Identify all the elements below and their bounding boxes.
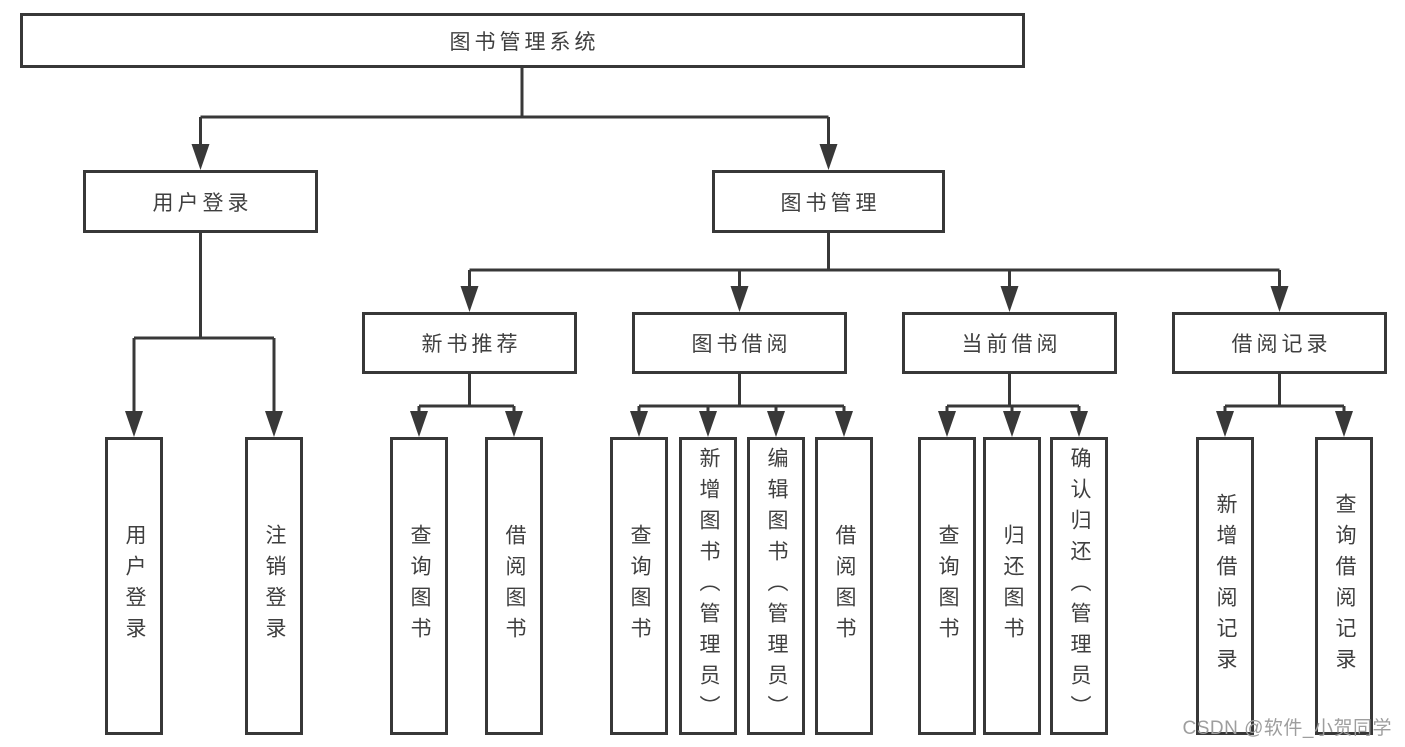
connector-current-borrow-group — [945, 374, 1081, 413]
node-label: 查询图书 — [408, 524, 432, 648]
arrow-icon — [730, 286, 749, 312]
node-book-management: 图书管理 — [712, 170, 945, 233]
leaf-edit-books-admin: 编辑图书（管理员） — [747, 437, 805, 735]
csdn-watermark: CSDN @软件_小贺同学 — [1182, 718, 1392, 739]
leaf-add-borrow-record: 新增借阅记录 — [1196, 437, 1254, 735]
arrow-icon — [505, 411, 523, 437]
node-current-borrow: 当前借阅 — [902, 312, 1117, 374]
arrow-icon — [835, 411, 853, 437]
leaf-query-books-newbook: 查询图书 — [390, 437, 448, 735]
arrow-icon — [191, 144, 210, 170]
leaf-borrow-books: 借阅图书 — [815, 437, 873, 735]
connector-borrow-records-group — [1223, 374, 1346, 413]
arrowheads — [125, 144, 1353, 437]
node-label: 借阅图书 — [503, 524, 527, 648]
node-label: 注销登录 — [263, 524, 287, 648]
arrow-icon — [410, 411, 428, 437]
node-label: 当前借阅 — [961, 333, 1062, 356]
leaf-query-books-current: 查询图书 — [918, 437, 976, 735]
arrow-icon — [1216, 411, 1234, 437]
leaf-confirm-return-admin: 确认归还（管理员） — [1050, 437, 1108, 735]
arrow-icon — [630, 411, 648, 437]
node-label: 确认归还（管理员） — [1068, 446, 1092, 726]
node-label: 新增借阅记录 — [1214, 493, 1238, 679]
connector-book-borrow-group — [637, 374, 846, 413]
node-label: 借阅图书 — [833, 524, 857, 648]
node-new-book-recommend: 新书推荐 — [362, 312, 577, 374]
node-label: 图书管理系统 — [449, 30, 600, 54]
arrow-icon — [1335, 411, 1353, 437]
leaf-query-books-borrow: 查询图书 — [610, 437, 668, 735]
leaf-user-login: 用户登录 — [105, 437, 163, 735]
arrow-icon — [1000, 286, 1019, 312]
leaf-borrow-books-newbook: 借阅图书 — [485, 437, 543, 735]
arrow-icon — [1270, 286, 1289, 312]
node-label: 编辑图书（管理员） — [765, 446, 789, 726]
node-label: 查询图书 — [936, 524, 960, 648]
arrow-icon — [125, 411, 143, 437]
node-label: 图书管理 — [780, 191, 881, 215]
connector-user-login-group — [132, 233, 276, 413]
node-borrow-records: 借阅记录 — [1172, 312, 1387, 374]
connector-book-management-group — [468, 233, 1281, 288]
arrow-icon — [460, 286, 479, 312]
node-label: 归还图书 — [1001, 524, 1025, 648]
arrow-icon — [265, 411, 283, 437]
connector-new-book-group — [417, 374, 516, 413]
leaf-add-books-admin: 新增图书（管理员） — [679, 437, 737, 735]
node-label: 图书借阅 — [691, 333, 792, 356]
arrow-icon — [1003, 411, 1021, 437]
node-label: 新书推荐 — [421, 333, 522, 356]
node-label: 新增图书（管理员） — [697, 446, 721, 726]
node-label: 查询图书 — [628, 524, 652, 648]
connector-root-to-level2 — [199, 68, 830, 146]
arrow-icon — [1070, 411, 1088, 437]
arrow-icon — [938, 411, 956, 437]
node-user-login: 用户登录 — [83, 170, 318, 233]
leaf-query-borrow-record: 查询借阅记录 — [1315, 437, 1373, 735]
arrow-icon — [767, 411, 785, 437]
arrow-icon — [819, 144, 838, 170]
node-label: 用户登录 — [123, 524, 147, 648]
node-label: 用户登录 — [152, 191, 253, 215]
leaf-return-books: 归还图书 — [983, 437, 1041, 735]
leaf-logout-login: 注销登录 — [245, 437, 303, 735]
node-label: 借阅记录 — [1231, 333, 1332, 356]
node-book-borrow: 图书借阅 — [632, 312, 847, 374]
arrow-icon — [699, 411, 717, 437]
node-library-management-system: 图书管理系统 — [20, 13, 1025, 68]
node-label: 查询借阅记录 — [1333, 493, 1357, 679]
